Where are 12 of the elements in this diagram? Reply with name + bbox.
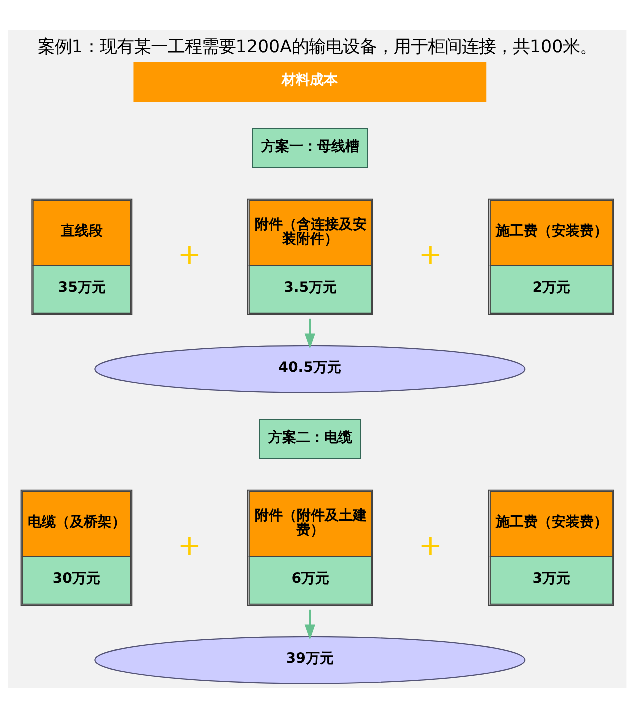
node-ellipse: 39万元	[94, 636, 526, 684]
arrow	[304, 609, 316, 640]
diagram-title: 案例1：现有某一工程需要1200A的输电设备，用于柜间连接，共100米。	[38, 37, 598, 58]
arrow	[304, 318, 316, 349]
node-box: 方案二：电缆	[259, 418, 362, 459]
node-box: 材料成本	[134, 62, 487, 102]
label: +	[178, 528, 202, 562]
label: +	[418, 528, 443, 562]
node-ellipse: 40.5万元	[94, 344, 526, 393]
node-box: 方案一：母线槽	[252, 128, 368, 168]
label: +	[178, 237, 202, 270]
label: +	[418, 237, 443, 270]
